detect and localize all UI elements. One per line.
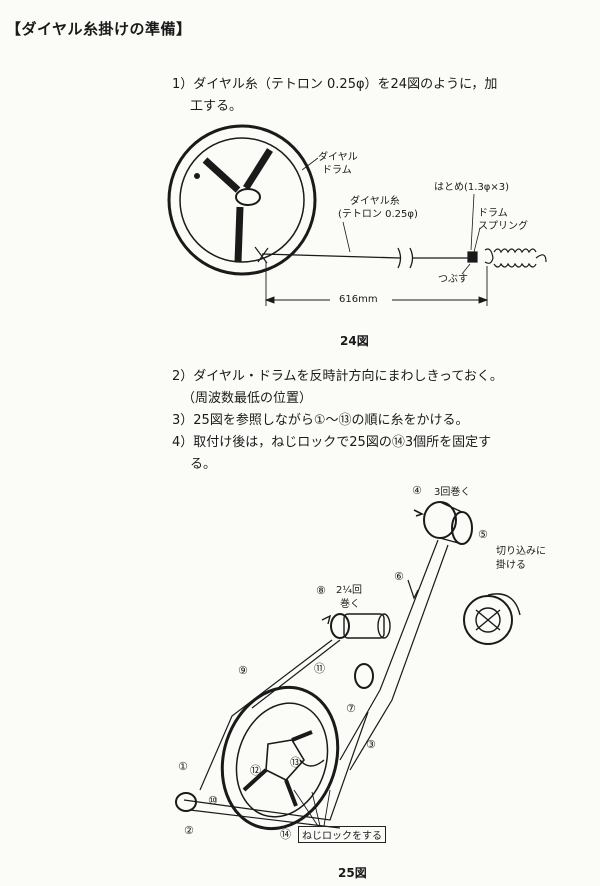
fig25-caption: 25図 [338, 866, 367, 880]
corner-pulley [175, 792, 197, 812]
fig25-n4: ④ [412, 484, 422, 497]
fig25-n10: ⑩ [208, 794, 218, 807]
step-3: 3）25図を参照しながら①～⑬の順に糸をかける。 [172, 413, 469, 428]
fig24-label-drum-1: ダイヤル [318, 152, 358, 163]
fig25-lock-note: ねじロックをする [298, 826, 386, 843]
fig25-notch-1: 切り込みに [496, 546, 546, 557]
lock-arrows [293, 789, 331, 827]
fig25-n6: ⑥ [394, 570, 404, 583]
fig25-n2: ② [184, 824, 194, 837]
fig24-label-eyelet: はとめ(1.3φ×3) [434, 182, 510, 193]
fig25-notch-2: 掛ける [496, 560, 526, 571]
fig25-n4-text: 3回巻く [434, 487, 471, 498]
fig25-n7: ⑦ [346, 702, 356, 715]
fig25-n9: ⑨ [238, 664, 248, 677]
leader-lines [301, 157, 481, 275]
fig24-caption: 24図 [340, 334, 369, 348]
fig25-n11: ⑪ [314, 662, 325, 675]
fig25-n14: ⑭ [280, 828, 291, 841]
top-pulley [413, 501, 473, 545]
dial-drum [167, 124, 317, 276]
drum-spring [467, 248, 547, 268]
fig24-label-crimp: つぶす [438, 274, 468, 285]
section-heading: 【ダイヤル糸掛けの準備】 [6, 20, 192, 38]
fig24-label-spring-1: ドラム [478, 208, 508, 219]
shaft-pulley [321, 613, 391, 639]
notch-detail [463, 593, 521, 645]
fig24-label-thread-1: ダイヤル糸 [350, 196, 400, 207]
step-1-line-1: 1）ダイヤル糸（テトロン 0.25φ）を24図のように，加 [172, 77, 498, 92]
idler-pulley [354, 663, 374, 689]
fig25-n8-text-2: 巻く [340, 599, 360, 610]
fig25-n13: ⑬ [290, 756, 301, 769]
fig25-n5: ⑤ [478, 528, 488, 541]
fig24-label-spring-2: スプリング [478, 221, 528, 232]
fig25-n3: ③ [366, 738, 376, 751]
step-4-line-2: る。 [190, 457, 217, 472]
step-2-line-2: （周波数最低の位置） [182, 391, 313, 406]
step-2-line-1: 2）ダイヤル・ドラムを反時計方向にまわしきっておく。 [172, 369, 503, 384]
step-4-line-1: 4）取付け後は，ねじロックで25図の⑭3個所を固定す [172, 435, 492, 450]
main-drum [220, 685, 340, 831]
step-1-line-2: 工する。 [190, 99, 243, 114]
fig24-label-drum-2: ドラム [322, 165, 352, 176]
dial-thread [254, 246, 470, 269]
fig24-label-thread-2: (テトロン 0.25φ) [338, 209, 418, 220]
dimension-line [264, 262, 489, 306]
fig25-n1: ① [178, 760, 188, 773]
fig25-n8: ⑧ [316, 584, 326, 597]
fig25-n12: ⑫ [250, 764, 261, 777]
thread-path [183, 539, 449, 829]
fig24-dimension: 616mm [336, 294, 381, 306]
fig25-n8-text-1: 2¼回 [336, 585, 363, 596]
